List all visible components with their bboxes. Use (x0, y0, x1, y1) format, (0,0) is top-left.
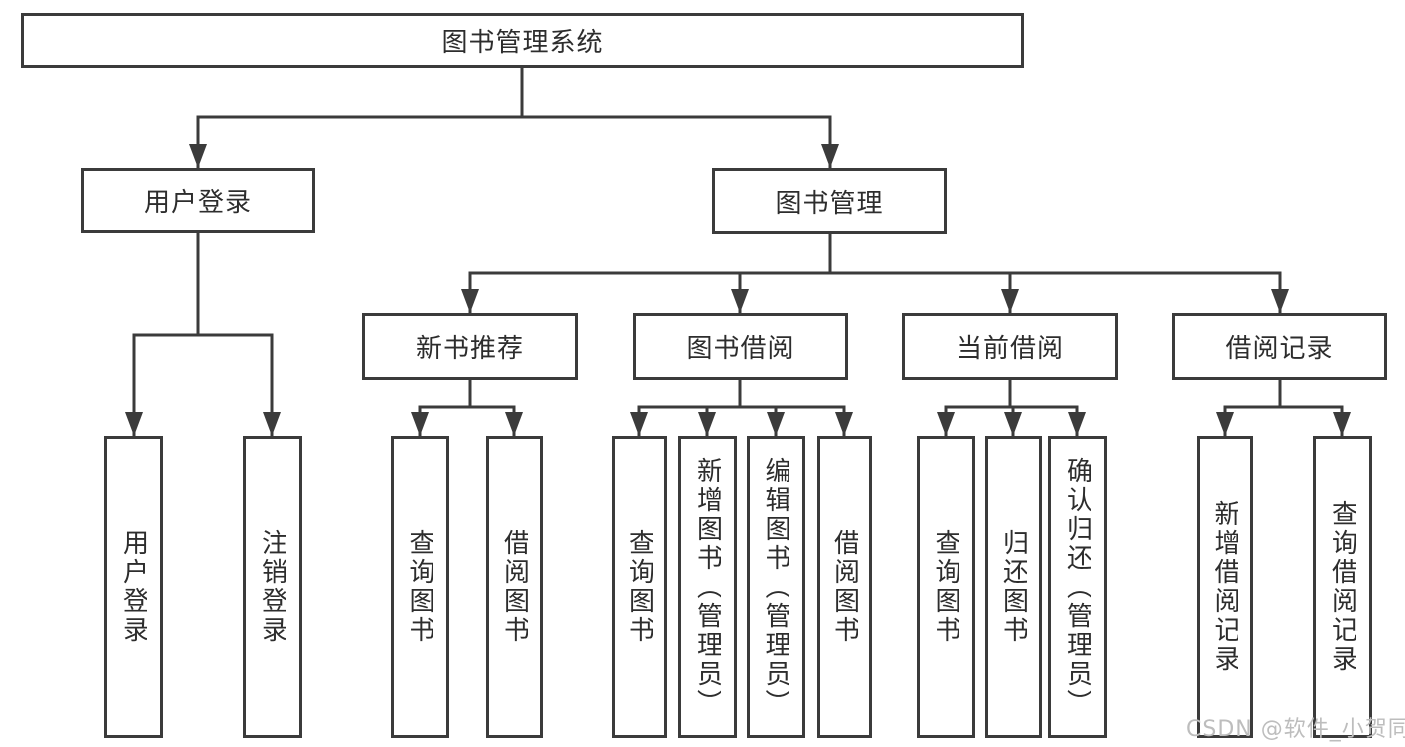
leaf-query-books-borrowing: 查询图书 (612, 436, 667, 738)
node-book-management: 图书管理 (712, 168, 947, 234)
leaf-add-books-admin: 新增图书（管理员） (678, 436, 737, 738)
node-label: 新书推荐 (415, 334, 524, 364)
leaf-edit-books-admin: 编辑图书（管理员） (747, 436, 805, 738)
leaf-borrow-books-recommend: 借阅图书 (486, 436, 543, 738)
leaf-logout: 注销登录 (243, 436, 302, 738)
leaf-query-borrow-record: 查询借阅记录 (1313, 436, 1372, 738)
node-label: 图书借阅 (686, 334, 795, 364)
csdn-watermark: CSDN @软件_小贺同学 (1186, 717, 1405, 742)
node-borrowing-records: 借阅记录 (1172, 313, 1387, 380)
node-label: 用户登录 (143, 188, 252, 218)
node-label: 新增借阅记录 (1212, 500, 1238, 674)
node-label: 新增图书（管理员） (694, 456, 721, 718)
node-label: 当前借阅 (955, 334, 1064, 364)
node-label: 查询借阅记录 (1329, 500, 1356, 674)
node-library-management-system: 图书管理系统 (21, 13, 1024, 68)
leaf-query-books-recommend: 查询图书 (391, 436, 449, 738)
node-label: 查询图书 (626, 529, 653, 645)
leaf-borrow-books-borrowing: 借阅图书 (817, 436, 872, 738)
leaf-query-books-current: 查询图书 (917, 436, 975, 738)
node-label: 图书管理 (775, 188, 884, 219)
node-label: 注销登录 (259, 529, 286, 645)
node-label: 借阅记录 (1225, 334, 1334, 364)
node-label: 查询图书 (407, 529, 433, 645)
leaf-return-books: 归还图书 (985, 436, 1042, 738)
leaf-confirm-return-admin: 确认归还（管理员） (1048, 436, 1107, 738)
node-label: 借阅图书 (501, 529, 528, 645)
node-book-borrowing: 图书借阅 (633, 313, 848, 380)
node-label: 编辑图书（管理员） (763, 456, 789, 718)
node-label: 查询图书 (933, 529, 959, 645)
node-current-borrowing: 当前借阅 (902, 313, 1118, 380)
leaf-user-login: 用户登录 (104, 436, 163, 738)
node-new-book-recommendation: 新书推荐 (362, 313, 578, 380)
node-label: 归还图书 (1000, 529, 1027, 645)
leaf-add-borrow-record: 新增借阅记录 (1197, 436, 1253, 738)
node-label: 图书管理系统 (441, 28, 604, 58)
node-label: 用户登录 (120, 529, 147, 645)
node-label: 确认归还（管理员） (1064, 456, 1091, 718)
node-user-login: 用户登录 (81, 168, 315, 233)
node-label: 借阅图书 (831, 529, 858, 645)
